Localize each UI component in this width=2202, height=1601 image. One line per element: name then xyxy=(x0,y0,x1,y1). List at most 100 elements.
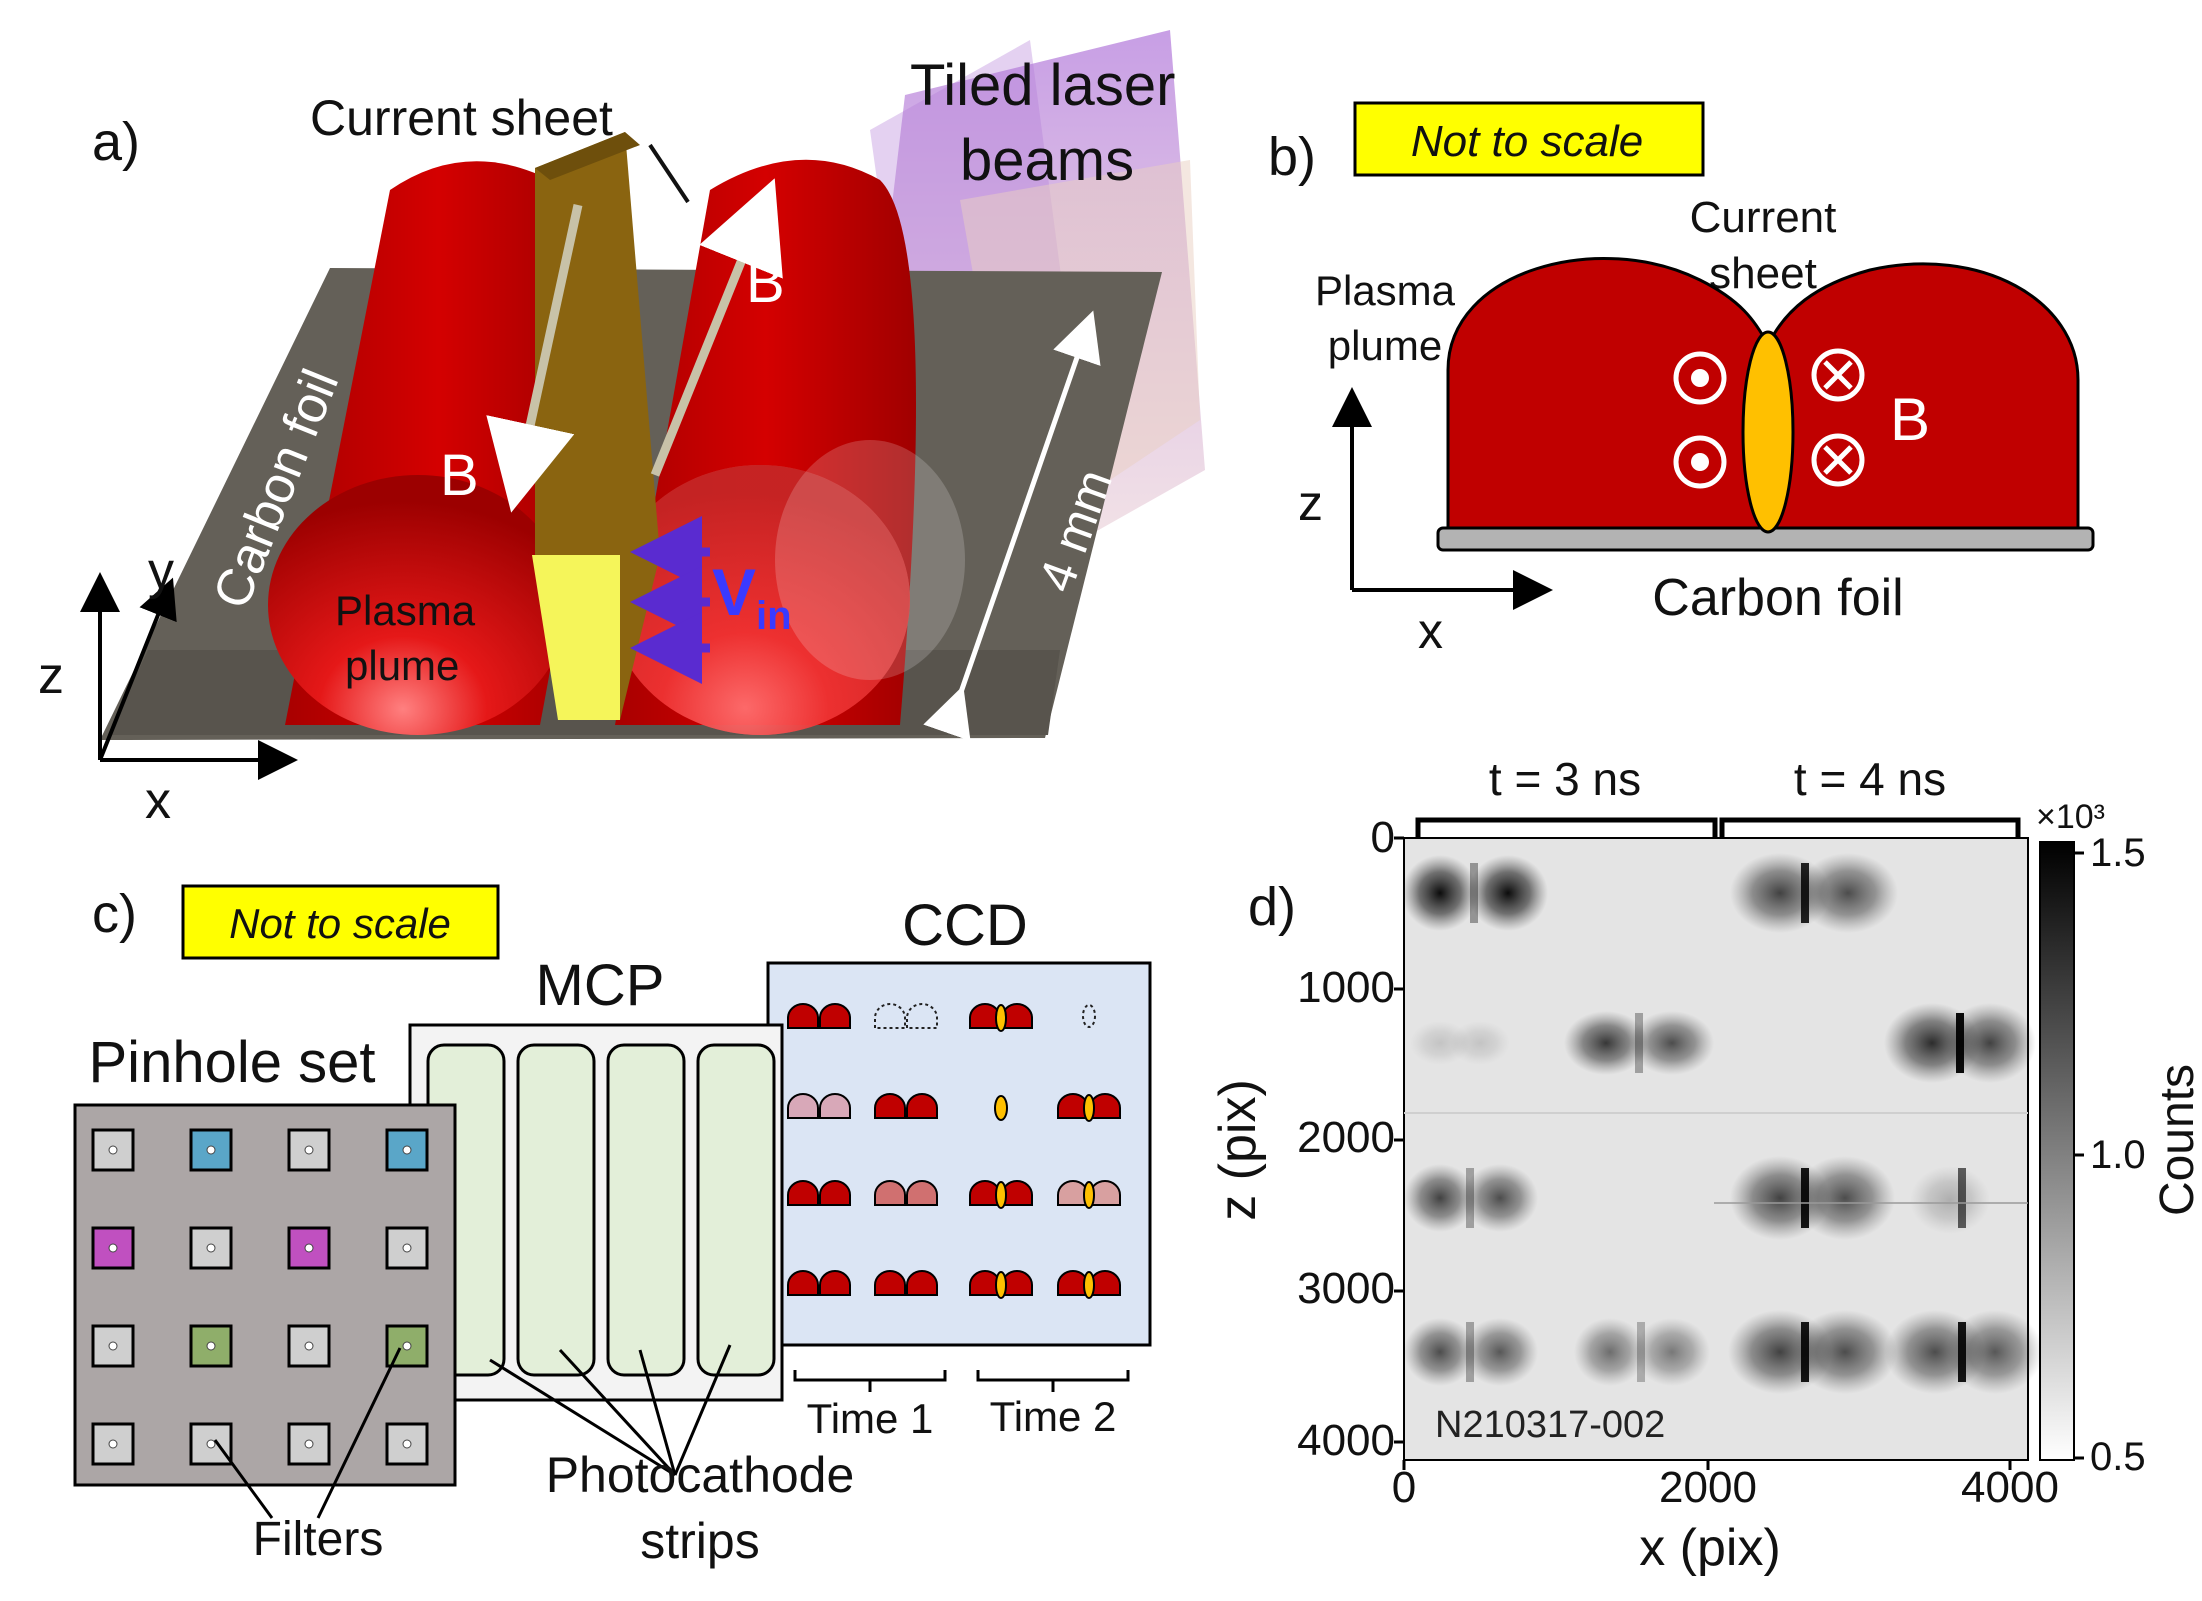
carbon-foil-label-b: Carbon foil xyxy=(1652,569,1903,627)
x-tick-2000: 2000 xyxy=(1659,1463,1757,1512)
t4-label: t = 4 ns xyxy=(1794,753,1946,805)
pinhole-aperture xyxy=(304,1145,314,1155)
current-sheet-label-1: Current xyxy=(1690,193,1837,242)
current-sheet-label: Current sheet xyxy=(310,90,613,146)
image-sheet-streak xyxy=(1466,1168,1474,1228)
plume-icon xyxy=(874,1093,906,1119)
y-tick-3000: 3000 xyxy=(1297,1264,1395,1313)
image-blob xyxy=(1634,1318,1710,1386)
sheet-icon xyxy=(1083,1094,1095,1122)
image-blob xyxy=(1947,1310,2043,1394)
panel-d-label: d) xyxy=(1248,877,1296,937)
image-sheet-streak xyxy=(1958,1168,1966,1228)
pinhole-set-label: Pinhole set xyxy=(89,1030,376,1095)
ccd-label: CCD xyxy=(902,893,1028,958)
plume-icon xyxy=(874,1003,906,1029)
image-blob xyxy=(1404,1318,1476,1386)
sheet-icon xyxy=(995,1181,1007,1209)
scale-arrow xyxy=(923,310,1101,741)
image-ticks xyxy=(1394,836,2012,1470)
ccd-images xyxy=(787,1003,1121,1299)
note-box-b xyxy=(1353,101,1705,177)
cbar-tick-15: 1.5 xyxy=(2090,831,2146,875)
sheet-icon xyxy=(995,1004,1007,1032)
cbar-tick-10: 1.0 xyxy=(2090,1133,2146,1177)
axes-b xyxy=(1332,387,1553,610)
image-sheet-streak xyxy=(1637,1322,1645,1382)
laser-label-1: Tiled laser xyxy=(910,53,1175,118)
photocathode-label-1: Photocathode xyxy=(546,1447,855,1503)
axes-a xyxy=(80,572,298,780)
filter-leaders xyxy=(213,1347,402,1519)
plume-icon xyxy=(874,1180,906,1206)
pinhole-aperture xyxy=(108,1243,118,1253)
y-tick-4000: 4000 xyxy=(1297,1416,1395,1465)
plume-icon xyxy=(819,1270,851,1296)
panel-b-label: b) xyxy=(1268,127,1316,187)
panel-b: b) Not to scale Current sheet Plasma plu… xyxy=(1268,101,2095,659)
current-sheet-slab xyxy=(532,132,660,720)
x-tick-4000: 4000 xyxy=(1961,1463,2059,1512)
sheet-icon xyxy=(994,1095,1008,1121)
image-sheet-streak xyxy=(1958,1322,1966,1382)
pinhole-aperture xyxy=(402,1439,412,1449)
image-blob xyxy=(1798,853,1898,933)
pinhole-aperture xyxy=(304,1341,314,1351)
plume-icon xyxy=(787,1093,819,1119)
image-blob xyxy=(1793,1310,1897,1394)
photocathode-leaders xyxy=(489,1344,732,1477)
x-tick-0: 0 xyxy=(1392,1463,1416,1512)
note-box-c xyxy=(181,884,500,960)
pinhole-aperture xyxy=(402,1243,412,1253)
plume-icon xyxy=(874,1270,906,1296)
panel-a: a) B B xyxy=(38,30,1205,830)
b-arrow-up xyxy=(650,178,783,477)
plume-icon xyxy=(787,1180,819,1206)
plume-icon xyxy=(819,1093,851,1119)
sheet-icon xyxy=(1083,1271,1095,1299)
pinhole-aperture xyxy=(108,1439,118,1449)
y-tick-0: 0 xyxy=(1371,813,1395,862)
image-blob xyxy=(1944,1003,2036,1083)
axis-y-label: y xyxy=(148,542,174,600)
photocathode-label-2: strips xyxy=(640,1513,759,1569)
axis-z-label-b: z xyxy=(1298,475,1323,531)
image-blob xyxy=(1404,1164,1476,1232)
image-blob xyxy=(1564,1011,1648,1075)
pinhole-aperture xyxy=(206,1341,216,1351)
plume-icon xyxy=(819,1180,851,1206)
plume-icon xyxy=(906,1270,938,1296)
pinhole-aperture xyxy=(206,1145,216,1155)
v-in-label: Vin xyxy=(712,555,792,638)
colorbar-label: Counts xyxy=(2151,1064,2202,1216)
y-tick-1000: 1000 xyxy=(1297,963,1395,1012)
note-text-b: Not to scale xyxy=(1411,117,1643,166)
time-brackets xyxy=(793,1370,1130,1392)
image-blob xyxy=(1574,1318,1646,1386)
y-tick-2000: 2000 xyxy=(1297,1113,1395,1162)
sheet-icon xyxy=(1082,1004,1096,1028)
plume-icon xyxy=(787,1003,819,1029)
panel-d: d) t = 3 ns t = 4 ns 0 2000 4000 0 1000 … xyxy=(1209,753,2202,1577)
image-blob xyxy=(1468,855,1548,931)
image-blob xyxy=(1795,1156,1895,1240)
pinhole xyxy=(385,1128,429,1172)
image-blob xyxy=(1462,1164,1538,1232)
image-blob xyxy=(1402,855,1478,931)
cbar-tick-05: 0.5 xyxy=(2090,1435,2146,1479)
current-sheet-ellipse xyxy=(1741,330,1795,534)
b-arrow-down xyxy=(486,204,583,513)
image-sheet-streak xyxy=(1466,1322,1474,1382)
y-axis-label: z (pix) xyxy=(1209,1079,1267,1221)
ccd-image-blobs xyxy=(1402,853,2043,1394)
b-out-symbols xyxy=(1673,351,1727,489)
image-blob xyxy=(1910,1166,1990,1234)
image-sheet-streak xyxy=(1956,1013,1964,1073)
pinhole-aperture xyxy=(304,1243,314,1253)
shot-id: N210317-002 xyxy=(1435,1404,1665,1446)
pinhole-aperture xyxy=(108,1145,118,1155)
axis-x-label: x xyxy=(145,772,171,830)
filters-label: Filters xyxy=(253,1513,384,1566)
image-sheet-streak xyxy=(1635,1013,1643,1073)
panel-c-label: c) xyxy=(92,884,137,944)
